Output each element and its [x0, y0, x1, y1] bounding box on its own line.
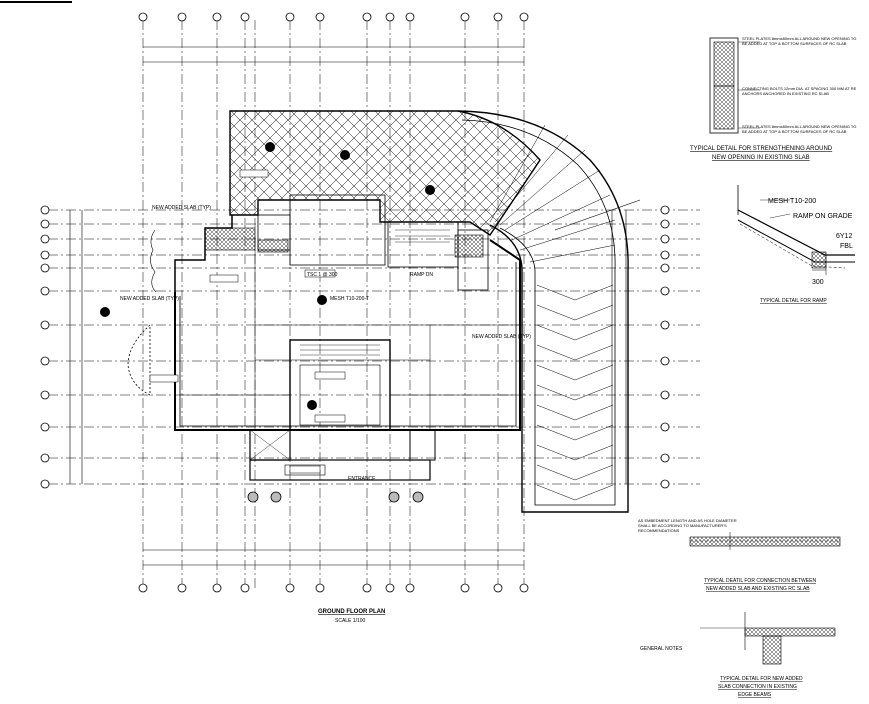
ramp-fbl-label: FBL	[840, 243, 853, 250]
grid-bubbles-left	[40, 205, 50, 489]
tag-boxes	[149, 169, 346, 474]
entrance-vestibule	[249, 429, 436, 481]
grid-lines-vertical	[142, 20, 525, 588]
ramp-dim-label: 300	[812, 279, 824, 286]
edge-general-notes: GENERAL NOTES	[640, 646, 683, 652]
edge-title-line2: SLAB CONNECTION IN EXISTING	[718, 684, 797, 690]
tsc-label: TSC 1 @ 300	[307, 272, 338, 278]
connection-title-line2: NEW ADDED SLAB AND EXISTING RC SLAB	[706, 586, 810, 592]
left-bay-window	[127, 324, 151, 396]
opening-note-bot: STEEL PLATES 8mmx80mm ALL AROUND NEW OPE…	[742, 124, 857, 134]
detail-connection: AS EMBEDMENT LENGTH AND AS HOLE DIAMETER…	[638, 518, 841, 592]
new-added-slab-label: NEW ADDED SLAB (TYP)	[152, 205, 211, 211]
mesh-tag-label: MESH T10-200-T	[330, 296, 369, 302]
ramp-dn-label: RAMP DN	[410, 272, 433, 278]
detail-edge-beam: GENERAL NOTES TYPICAL DETAIL FOR NEW ADD…	[640, 612, 836, 698]
building-walls	[174, 194, 521, 431]
edge-title-line3: EDGE BEAMS	[738, 692, 772, 698]
ramp-on-grade-label: RAMP ON GRADE	[793, 213, 853, 220]
grid-bubbles-bottom	[138, 583, 529, 593]
plan-scale: SCALE 1/100	[335, 618, 366, 624]
connection-title-line1: TYPICAL DEATIL FOR CONNECTION BETWEEN	[704, 578, 816, 584]
curved-ramp	[457, 110, 641, 513]
left-planting	[150, 229, 157, 293]
detail-opening-strengthening: STEEL PLATES 8mmx80mm ALL AROUND NEW OPE…	[690, 36, 857, 161]
stair-treads	[300, 229, 450, 356]
dimension-lines	[69, 46, 627, 566]
edge-title-line1: TYPICAL DETAIL FOR NEW ADDED	[720, 676, 803, 682]
entrance-label: ENTRANCE	[348, 476, 376, 482]
section-markers	[100, 142, 435, 410]
opening-title-line1: TYPICAL DETAIL FOR STRENGTHENING AROUND	[690, 146, 833, 152]
ramp-bars-label: 6Y12	[836, 233, 852, 240]
opening-note-mid: CONNECTING BOLTS 12mm DIA. AT SPACING 30…	[742, 86, 857, 96]
entrance-columns	[247, 491, 424, 503]
ramp-mesh-label: MESH T10-200	[768, 198, 816, 205]
grid-bubbles-right	[660, 205, 670, 489]
hatched-slab-area	[229, 110, 541, 236]
connection-note: AS EMBEDMENT LENGTH AND AS HOLE DIAMETER…	[638, 518, 737, 532]
opening-title-line2: NEW OPENING IN EXISTING SLAB	[712, 155, 810, 161]
new-slab-patches	[204, 227, 484, 258]
ramp-detail-title: TYPICAL DETAIL FOR RAMP	[760, 298, 827, 304]
grid-lines-horizontal	[48, 209, 700, 485]
detail-ramp: MESH T10-200 RAMP ON GRADE FBL 6Y12 300 …	[737, 185, 855, 304]
grid-bubbles-top	[138, 12, 529, 22]
new-added-slab-left-label: NEW ADDED SLAB (TYP)	[120, 296, 179, 302]
opening-note-top: STEEL PLATES 8mmx80mm ALL AROUND NEW OPE…	[742, 36, 857, 46]
plan-title: GROUND FLOOR PLAN	[318, 609, 385, 615]
new-added-slab-right-label: NEW ADDED SLAB (TYP)	[472, 334, 531, 340]
